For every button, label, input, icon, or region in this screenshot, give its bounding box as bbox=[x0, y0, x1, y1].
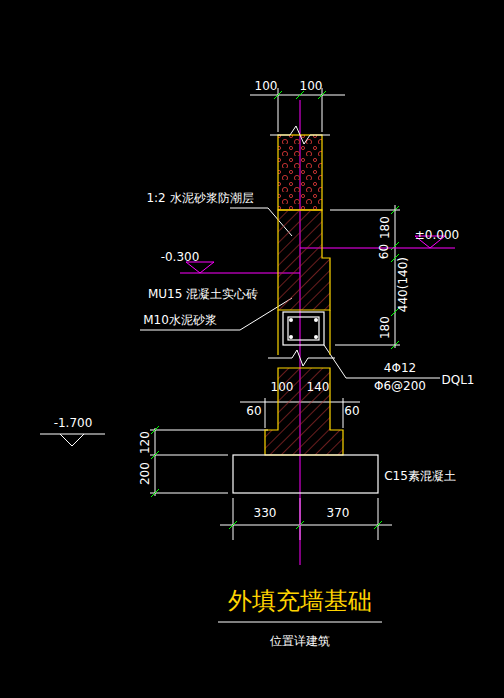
drawing-label: 440(140) bbox=[397, 257, 410, 312]
drawing-label: -0.300 bbox=[161, 251, 200, 264]
drawing-label: 140 bbox=[307, 381, 330, 394]
drawing-label: 60 bbox=[378, 244, 391, 259]
drawing-label: 180 bbox=[378, 217, 391, 240]
drawing-label: -1.700 bbox=[54, 417, 93, 430]
drawing-label: Φ6@200 bbox=[374, 380, 426, 393]
drawing-label: MU15 混凝土实心砖 bbox=[148, 288, 258, 301]
drawing-label: C15素混凝土 bbox=[384, 470, 456, 483]
drawing-label: ±0.000 bbox=[415, 229, 459, 242]
drawing-label: M10水泥砂浆 bbox=[143, 314, 217, 327]
drawing-label: 200 bbox=[138, 463, 151, 486]
drawing-label: 370 bbox=[327, 507, 350, 520]
drawing-label: 120 bbox=[138, 432, 151, 455]
drawing-label: 180 bbox=[378, 317, 391, 340]
drawing-label: 4Φ12 bbox=[384, 362, 416, 375]
drawing-label: 1:2 水泥砂浆防潮层 bbox=[146, 192, 253, 205]
drawing-label: 330 bbox=[254, 507, 277, 520]
drawing-label: DQL1 bbox=[441, 374, 474, 387]
drawing-caption: 位置详建筑 bbox=[270, 635, 330, 648]
drawing-label: 60 bbox=[344, 405, 359, 418]
drawing-label: 100 bbox=[271, 381, 294, 394]
drawing-label: 100 bbox=[300, 80, 323, 93]
drawing-title: 外填充墙基础 bbox=[228, 588, 372, 614]
drawing-label: 100 bbox=[255, 80, 278, 93]
drawing-label: 60 bbox=[246, 405, 261, 418]
